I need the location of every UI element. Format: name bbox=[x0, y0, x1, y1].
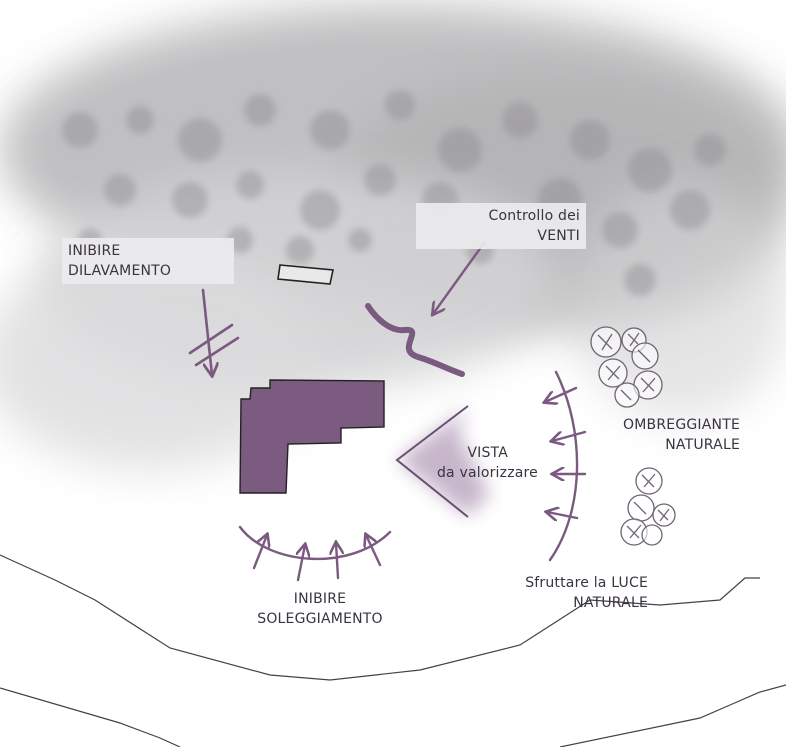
vista-cone bbox=[395, 405, 490, 518]
label-inibire-soleggiamento: INIBIRE SOLEGGIAMENTO bbox=[257, 591, 383, 627]
wind-squiggle bbox=[365, 303, 465, 377]
small-structure-outline bbox=[277, 264, 334, 285]
shoreline-line bbox=[0, 554, 760, 681]
label-inibire-dilavamento: INIBIRE DILAVAMENTO bbox=[62, 238, 234, 284]
label-controllo-venti: Controllo dei VENTI bbox=[416, 203, 586, 249]
coast-line bbox=[559, 684, 786, 747]
venti-arrow bbox=[365, 241, 486, 377]
tree-canopy-area bbox=[0, 5, 786, 470]
road-line bbox=[0, 687, 181, 747]
dilavamento-arrow bbox=[188, 288, 240, 375]
building-footprint bbox=[239, 379, 385, 494]
label-luce-naturale: Sfruttare la LUCE NATURALE bbox=[525, 575, 648, 611]
label-ombreggiante-naturale: OMBREGGIANTE NATURALE bbox=[623, 417, 740, 453]
label-vista: VISTA da valorizzare bbox=[436, 445, 538, 481]
luce-arc bbox=[545, 370, 587, 562]
soleggiamento-arc bbox=[238, 525, 392, 582]
tree-cluster-top bbox=[590, 326, 663, 408]
tree-cluster-bottom bbox=[620, 467, 676, 546]
